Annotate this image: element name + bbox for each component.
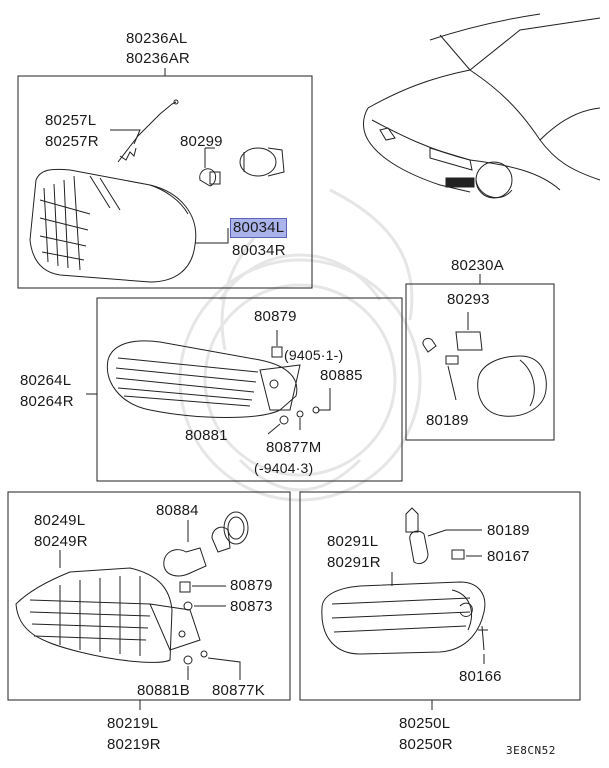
car-silhouette xyxy=(363,13,601,199)
label-80264L: 80264L xyxy=(20,372,72,389)
front-combo-frame xyxy=(7,491,291,701)
label-80873: 80873 xyxy=(230,598,273,615)
label-80219L: 80219L xyxy=(107,715,159,732)
label-80293: 80293 xyxy=(447,291,490,308)
label-80879-b: 80879 xyxy=(230,577,273,594)
label-80249R: 80249R xyxy=(34,533,88,550)
label-80167: 80167 xyxy=(487,548,530,565)
fog-lamp xyxy=(321,581,486,655)
label-80250R: 80250R xyxy=(399,736,453,753)
clip-80167 xyxy=(451,549,465,560)
label-80250L: 80250L xyxy=(399,715,451,732)
combo-lamp xyxy=(15,567,201,663)
bulb-80189-fog xyxy=(405,507,429,565)
ring-80873 xyxy=(183,601,193,611)
leader-80881 xyxy=(267,423,281,435)
clip-80879-b xyxy=(179,581,191,593)
screw-80877M xyxy=(296,410,304,430)
nut-80881B xyxy=(183,655,193,665)
headlamp-lens xyxy=(29,168,197,283)
label-80230A: 80230A xyxy=(451,257,504,274)
leader-80189-fog xyxy=(427,529,482,537)
bracket-80293 xyxy=(455,331,483,351)
fog-lamp-frame xyxy=(299,491,581,701)
nut-80881 xyxy=(279,415,289,425)
screw-80885 xyxy=(312,406,320,414)
socket-80884 xyxy=(211,511,249,553)
label-80219R: 80219R xyxy=(107,736,161,753)
label-80166: 80166 xyxy=(459,668,502,685)
label-9404-3: (-9404·3) xyxy=(254,460,314,476)
label-80299: 80299 xyxy=(180,133,223,150)
label-80877K: 80877K xyxy=(212,682,265,699)
label-80257L: 80257L xyxy=(45,112,97,129)
clip-marker xyxy=(445,355,459,365)
label-80885: 80885 xyxy=(320,367,363,384)
leader-80189-marker xyxy=(447,365,457,401)
label-80881B: 80881B xyxy=(137,682,190,699)
label-80249L: 80249L xyxy=(34,512,86,529)
side-marker-lamp xyxy=(477,355,547,417)
leader-80034 xyxy=(195,228,229,244)
leader-80299 xyxy=(204,147,215,168)
screw-80166 xyxy=(478,625,488,651)
leader-80885 xyxy=(318,388,331,411)
label-9405-1: (9405·1-) xyxy=(284,347,344,363)
bumper-frame xyxy=(96,297,403,482)
bumper-lamp xyxy=(106,340,301,418)
label-80884: 80884 xyxy=(156,502,199,519)
label-80877M: 80877M xyxy=(266,439,322,456)
leader-80257 xyxy=(110,129,141,145)
label-80034L[interactable]: 80034L xyxy=(229,218,288,238)
screw-80877K xyxy=(200,650,208,658)
spring-part xyxy=(117,99,179,163)
bulb-80189-marker xyxy=(422,337,437,353)
label-80879-a: 80879 xyxy=(254,308,297,325)
clip-80879-a xyxy=(271,346,283,358)
label-80236AR: 80236AR xyxy=(126,50,190,67)
label-80236AL: 80236AL xyxy=(126,30,188,47)
label-80189-fog: 80189 xyxy=(487,522,530,539)
label-80881: 80881 xyxy=(185,427,228,444)
label-80189-marker: 80189 xyxy=(426,412,469,429)
label-80264R: 80264R xyxy=(20,393,74,410)
bulb-80299 xyxy=(199,168,221,187)
label-80291R: 80291R xyxy=(327,554,381,571)
label-80034R: 80034R xyxy=(232,242,286,259)
socket-part xyxy=(239,147,285,177)
leader-80877K xyxy=(207,657,241,680)
label-80257R: 80257R xyxy=(45,133,99,150)
bulb-80884 xyxy=(163,547,207,577)
figure-code: 3E8CN52 xyxy=(506,744,556,757)
label-80291L: 80291L xyxy=(327,533,379,550)
